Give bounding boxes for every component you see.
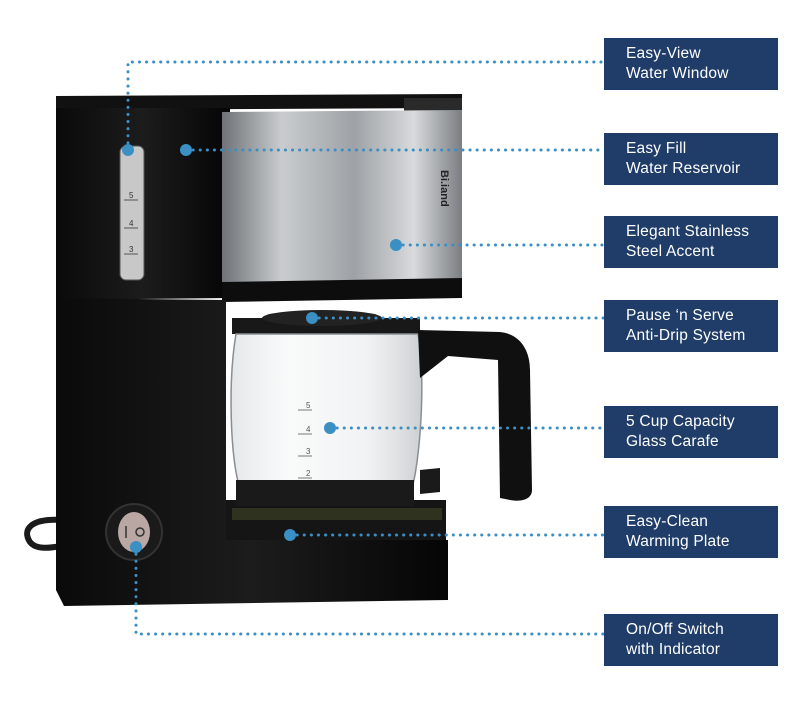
callout-line-1: Pause ‘n Serve — [626, 307, 734, 324]
callout-line-1: Easy-View — [626, 45, 701, 62]
reservoir-mark-3: 3 — [129, 245, 134, 254]
marker-water-window — [122, 144, 134, 156]
power-switch — [118, 512, 150, 552]
carafe-handle — [418, 330, 532, 501]
reservoir-mark-4: 4 — [129, 219, 134, 228]
marker-warming-plate — [284, 529, 296, 541]
power-cord — [24, 516, 63, 551]
callout-easy-fill-reservoir: Easy Fill Water Reservoir — [604, 133, 778, 185]
glass-carafe — [230, 333, 423, 489]
callout-anti-drip-system: Pause ‘n Serve Anti-Drip System — [604, 300, 778, 352]
water-window — [119, 145, 145, 281]
callout-line-1: On/Off Switch — [626, 621, 724, 638]
carafe-mark-3: 3 — [306, 447, 311, 456]
stainless-steel-panel — [222, 110, 462, 286]
marker-carafe — [324, 422, 336, 434]
callout-line-2: Anti-Drip System — [626, 327, 746, 344]
marker-steel-accent — [390, 239, 402, 251]
brew-head-base — [222, 278, 462, 302]
reservoir-mark-5: 5 — [129, 191, 134, 200]
callout-easy-view-water-window: Easy-View Water Window — [604, 38, 778, 90]
callout-markers — [122, 144, 402, 553]
callout-line-1: Easy-Clean — [626, 513, 709, 530]
callout-line-1: Easy Fill — [626, 140, 687, 157]
carafe-mark-2: 2 — [306, 469, 311, 478]
callout-line-2: Glass Carafe — [626, 433, 719, 450]
callout-glass-carafe: 5 Cup Capacity Glass Carafe — [604, 406, 778, 458]
callout-line-2: Water Reservoir — [626, 160, 741, 177]
marker-anti-drip — [306, 312, 318, 324]
carafe-band — [236, 480, 414, 506]
callout-line-1: 5 Cup Capacity — [626, 413, 735, 430]
top-lid — [56, 94, 462, 110]
carafe-mark-4: 4 — [306, 425, 311, 434]
callout-line-1: Elegant Stainless — [626, 223, 750, 240]
callout-warming-plate: Easy-Clean Warming Plate — [604, 506, 778, 558]
callout-lines — [126, 60, 606, 636]
lid-handle — [404, 98, 462, 112]
callout-steel-accent: Elegant Stainless Steel Accent — [604, 216, 778, 268]
marker-reservoir — [180, 144, 192, 156]
marker-power-switch — [130, 541, 142, 553]
warming-plate — [232, 508, 442, 520]
carafe-mark-5: 5 — [306, 401, 311, 410]
callout-line-2: Warming Plate — [626, 533, 730, 550]
callout-line-2: with Indicator — [626, 641, 721, 658]
callout-line-2: Water Window — [626, 65, 729, 82]
brand-logo: Bi.iand — [438, 170, 450, 207]
callout-power-switch: On/Off Switch with Indicator — [604, 614, 778, 666]
callout-line-2: Steel Accent — [626, 243, 715, 260]
